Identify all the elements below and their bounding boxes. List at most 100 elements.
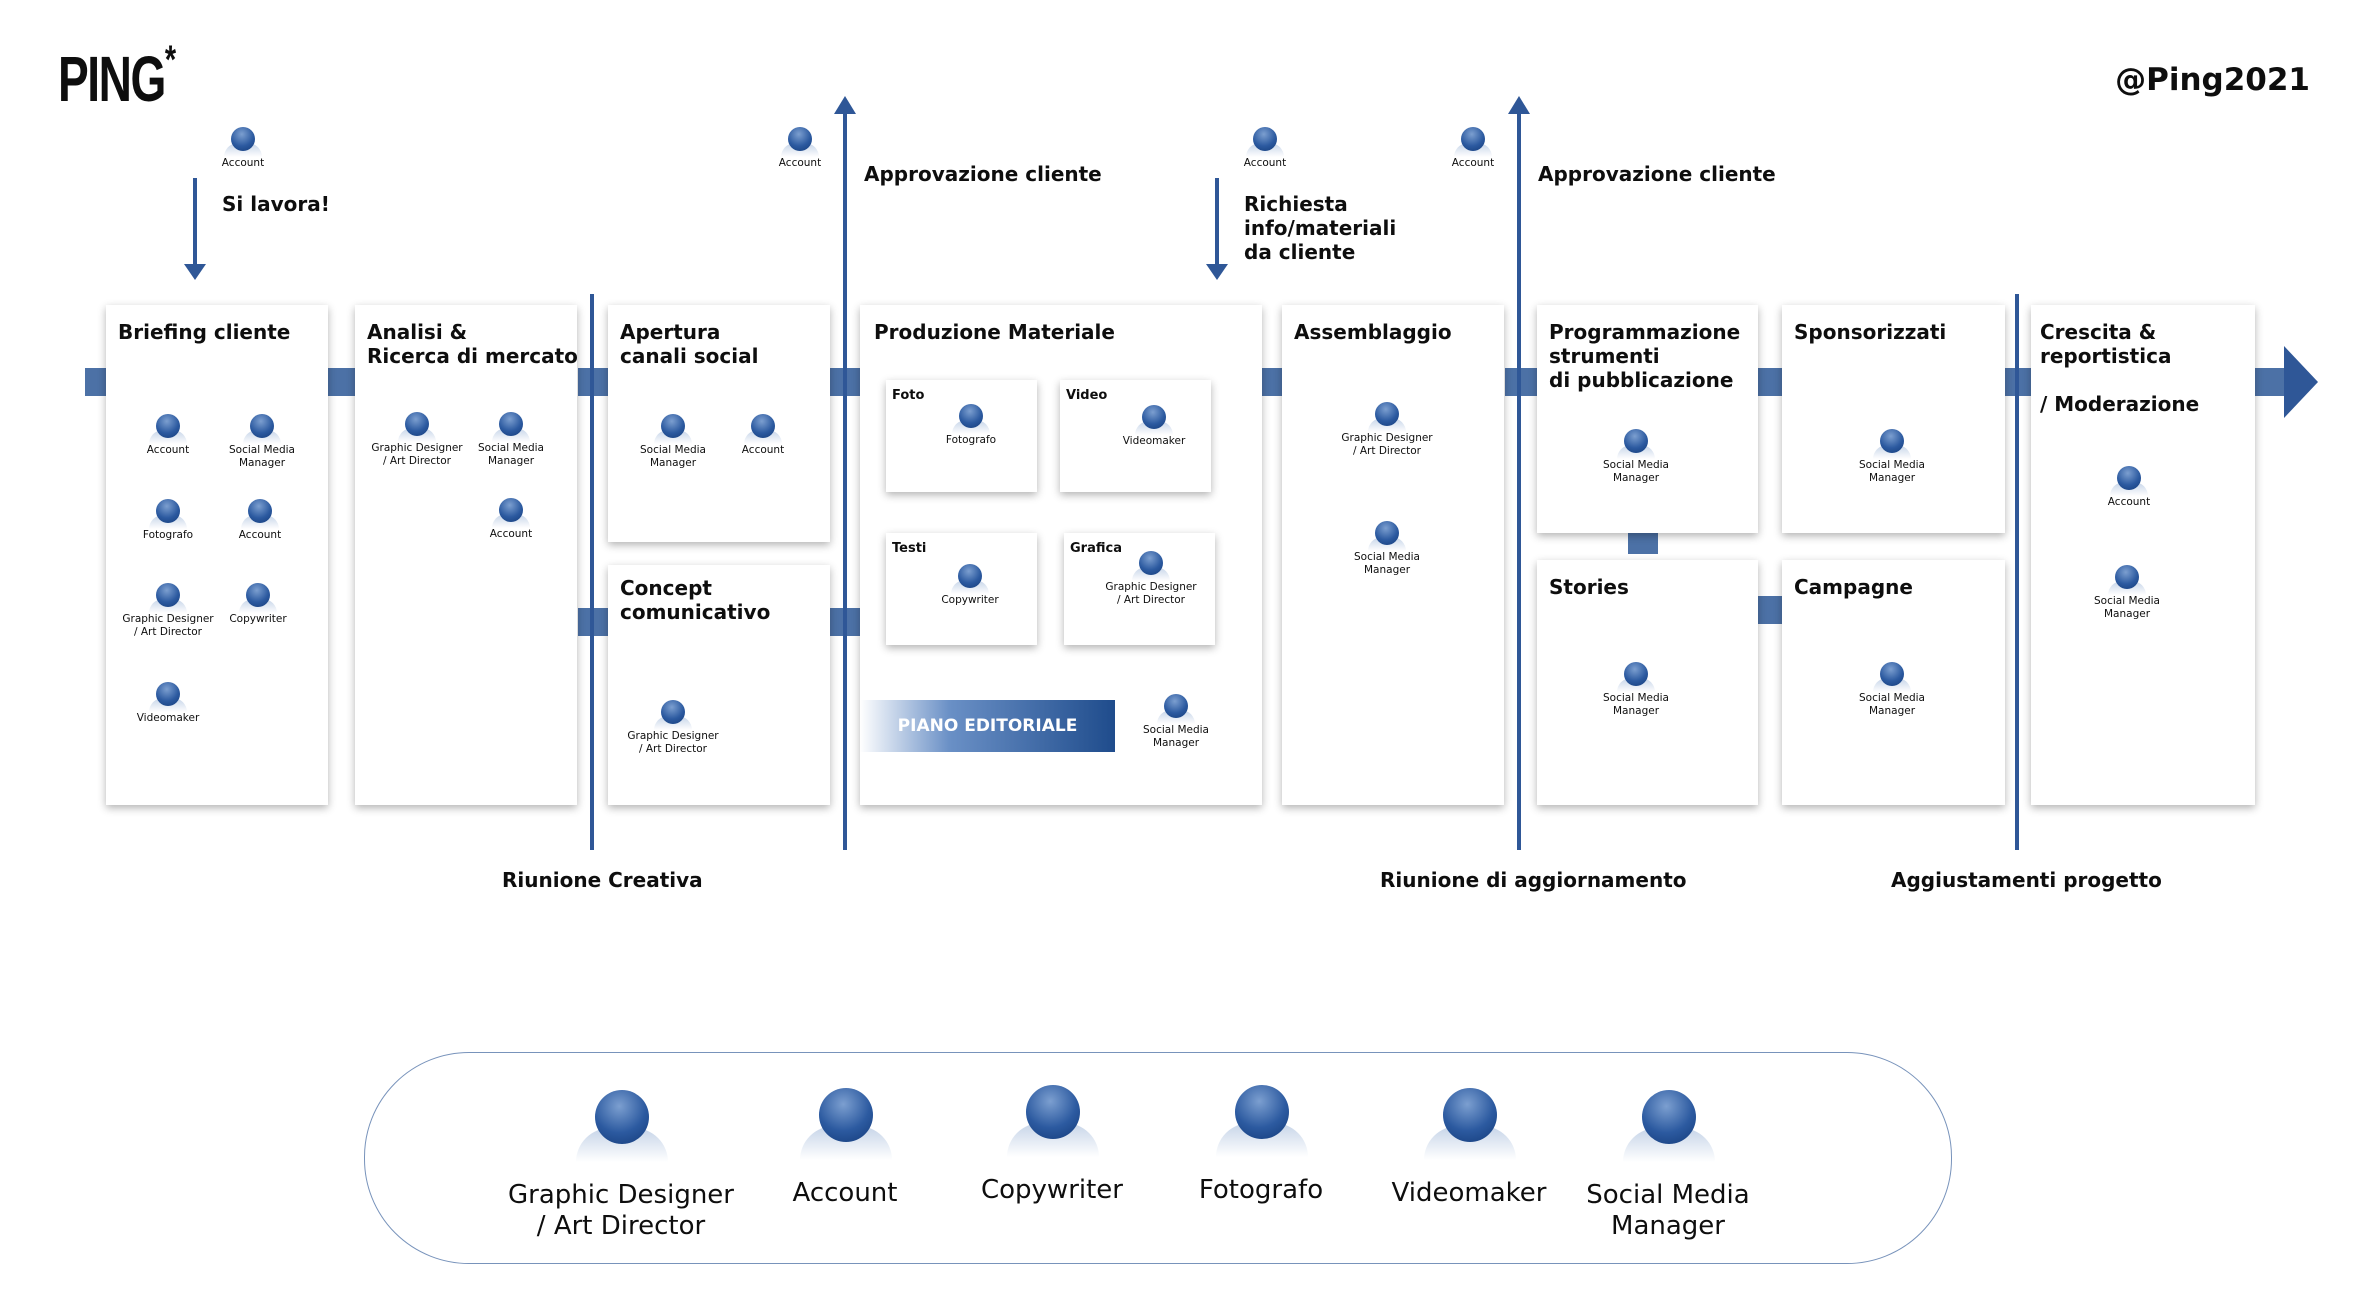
phase-title: Sponsorizzati	[1794, 320, 1947, 344]
approvazione-cliente-label: Approvazione cliente	[1538, 162, 1776, 186]
person-head-icon	[1624, 662, 1648, 686]
card-sponsorizzati	[1782, 305, 2005, 533]
person-head-icon	[246, 583, 270, 607]
card-grafica	[1064, 533, 1215, 645]
connector-tab	[1628, 530, 1658, 554]
person-head-icon	[1880, 662, 1904, 686]
legend-head-icon	[819, 1088, 873, 1142]
ping-logo: PING*	[58, 38, 176, 116]
timeline-arrow-shaft	[2255, 368, 2287, 396]
legend-label: Account	[792, 1178, 898, 1208]
person-head-icon	[156, 414, 180, 438]
role-label: Social Media Manager	[477, 442, 544, 467]
person-head-icon	[661, 414, 685, 438]
meeting-label-riunione-aggiornamento: Riunione di aggiornamento	[1380, 868, 1687, 892]
logo-asterisk: *	[164, 37, 176, 82]
phase-title: Produzione Materiale	[874, 320, 1115, 344]
legend-head-icon	[1443, 1088, 1497, 1142]
role-label: Graphic Designer / Art Director	[371, 442, 463, 467]
person-head-icon	[1375, 521, 1399, 545]
person-head-icon	[405, 412, 429, 436]
sub-title: Video	[1066, 388, 1108, 403]
role-label: Account	[778, 157, 822, 169]
arrow-down-icon	[1206, 264, 1228, 280]
card-video	[1060, 380, 1211, 492]
card-assemblaggio	[1282, 305, 1504, 805]
role-label: Social Media Manager	[1142, 724, 1209, 749]
role-label: Account	[146, 444, 190, 456]
role-label: Social Media Manager	[1858, 459, 1925, 484]
meeting-label-aggiustamenti: Aggiustamenti progetto	[1891, 868, 2162, 892]
legend-label: Copywriter	[980, 1175, 1123, 1205]
person-head-icon	[248, 499, 272, 523]
role-label: Account	[221, 157, 265, 169]
role-label: Videomaker	[1122, 435, 1186, 447]
person-head-icon	[1253, 127, 1277, 151]
person-head-icon	[2117, 466, 2141, 490]
phase-title: Apertura canali social	[620, 320, 759, 368]
card-crescita	[2031, 305, 2255, 805]
legend-label: Graphic Designer / Art Director	[508, 1180, 734, 1241]
role-label: Graphic Designer / Art Director	[627, 730, 719, 755]
card-briefing-cliente	[106, 305, 328, 805]
role-label: Social Media Manager	[1858, 692, 1925, 717]
handle-label: @Ping2021	[2115, 62, 2310, 98]
legend-panel	[364, 1052, 1952, 1264]
sub-title: Testi	[892, 541, 927, 556]
phase-title: Crescita & reportistica / Moderazione	[2040, 320, 2200, 416]
person-head-icon	[499, 412, 523, 436]
logo-text: PING	[58, 43, 166, 115]
role-label: Social Media Manager	[639, 444, 706, 469]
richiesta-label: Richiesta info/materiali da cliente	[1244, 192, 1397, 264]
approvazione-line-1	[843, 110, 847, 850]
role-label: Social Media Manager	[1353, 551, 1420, 576]
phase-title: Stories	[1549, 575, 1629, 599]
phase-title: Assemblaggio	[1294, 320, 1452, 344]
role-label: Account	[2107, 496, 2151, 508]
legend-head-icon	[595, 1090, 649, 1144]
person-head-icon	[156, 682, 180, 706]
person-head-icon	[1624, 429, 1648, 453]
si-lavora-line	[193, 178, 197, 268]
role-label: Social Media Manager	[1602, 459, 1669, 484]
connector-tab	[85, 368, 107, 396]
arrow-up-icon	[1508, 96, 1530, 114]
phase-title: Programmazione strumenti di pubblicazion…	[1549, 320, 1741, 392]
person-head-icon	[1139, 551, 1163, 575]
connector-tab	[1505, 368, 1537, 396]
person-head-icon	[2115, 565, 2139, 589]
role-label: Account	[489, 528, 533, 540]
person-head-icon	[1142, 405, 1166, 429]
role-label: Account	[1243, 157, 1287, 169]
person-head-icon	[1375, 402, 1399, 426]
role-label: Account	[238, 529, 282, 541]
person-head-icon	[250, 414, 274, 438]
card-concept	[608, 565, 830, 805]
card-programmazione	[1537, 305, 1758, 533]
si-lavora-label: Si lavora!	[222, 192, 330, 216]
legend-label: Fotografo	[1198, 1175, 1324, 1205]
role-label: Social Media Manager	[1602, 692, 1669, 717]
legend-label: Social Media Manager	[1586, 1180, 1750, 1241]
piano-editoriale-banner: PIANO EDITORIALE	[860, 700, 1115, 752]
person-head-icon	[231, 127, 255, 151]
role-label: Copywriter	[941, 594, 999, 606]
role-label: Graphic Designer / Art Director	[1341, 432, 1433, 457]
sub-title: Grafica	[1070, 541, 1122, 556]
approvazione-cliente-label: Approvazione cliente	[864, 162, 1102, 186]
person-head-icon	[1164, 694, 1188, 718]
role-label: Graphic Designer / Art Director	[122, 613, 214, 638]
phase-title: Concept comunicativo	[620, 576, 771, 624]
connector-tab	[327, 368, 355, 396]
person-head-icon	[156, 583, 180, 607]
person-head-icon	[1461, 127, 1485, 151]
person-head-icon	[499, 498, 523, 522]
legend-label: Videomaker	[1391, 1178, 1547, 1208]
phase-title: Analisi & Ricerca di mercato	[367, 320, 578, 368]
card-analisi	[355, 305, 577, 805]
person-head-icon	[959, 404, 983, 428]
person-head-icon	[751, 414, 775, 438]
role-label: Account	[741, 444, 785, 456]
person-head-icon	[661, 700, 685, 724]
